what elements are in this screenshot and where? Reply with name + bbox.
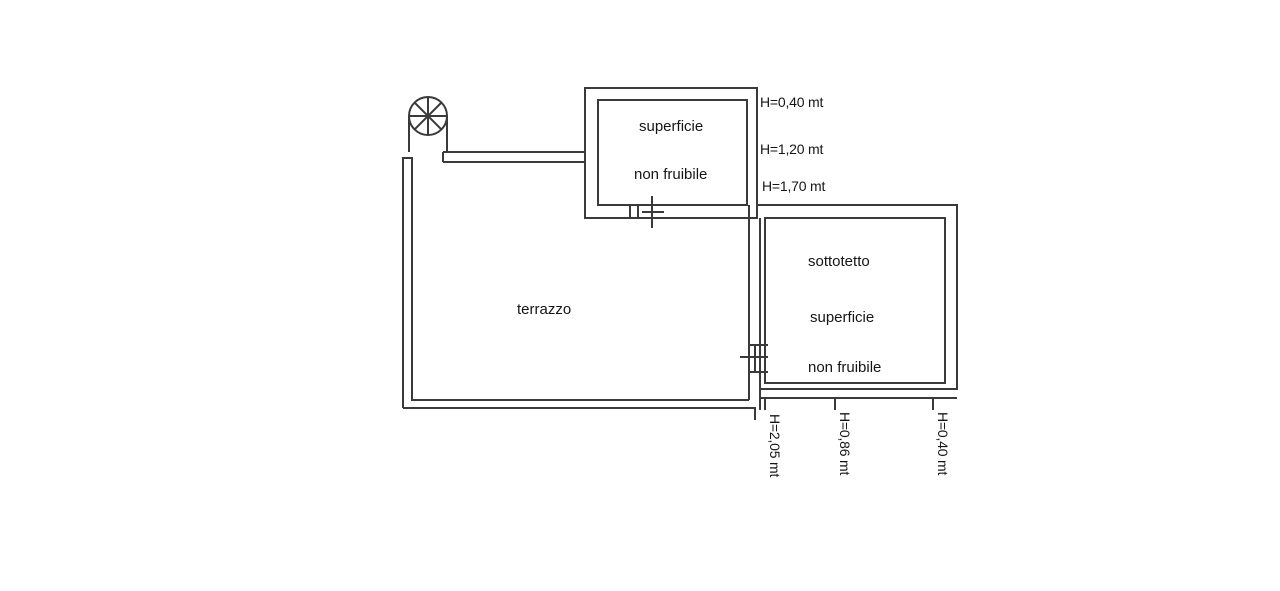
height-label-3: H=1,70 mt: [762, 178, 826, 194]
terrace-wall-top: [442, 151, 585, 163]
walls: [402, 87, 958, 420]
height-label-1: H=0,40 mt: [760, 94, 824, 110]
small-room-door: [629, 196, 664, 228]
small-room-outer: [584, 87, 758, 219]
small-room-label-2: non fruibile: [634, 166, 708, 183]
attic-label-2: superficie: [810, 309, 875, 326]
height-label-v3: H=0,40 mt: [935, 412, 951, 476]
attic-door: [740, 344, 768, 373]
height-label-v2: H=0,86 mt: [837, 412, 853, 476]
terrace-wall-left: [402, 157, 749, 408]
terrace-label: terrazzo: [517, 301, 572, 318]
attic-outer: [748, 204, 958, 410]
height-label-2: H=1,20 mt: [760, 141, 824, 157]
attic-inner: [764, 217, 946, 384]
attic-label-1: sottotetto: [808, 253, 870, 270]
ventilation-fan-icon: [408, 96, 448, 152]
height-label-v1: H=2,05 mt: [767, 414, 783, 478]
terrace-wall-bottom: [403, 407, 756, 420]
small-room-label-1: superficie: [639, 118, 704, 135]
attic-wall-bottom: [760, 397, 957, 410]
small-room-inner: [597, 99, 748, 206]
attic-label-3: non fruibile: [808, 359, 882, 376]
